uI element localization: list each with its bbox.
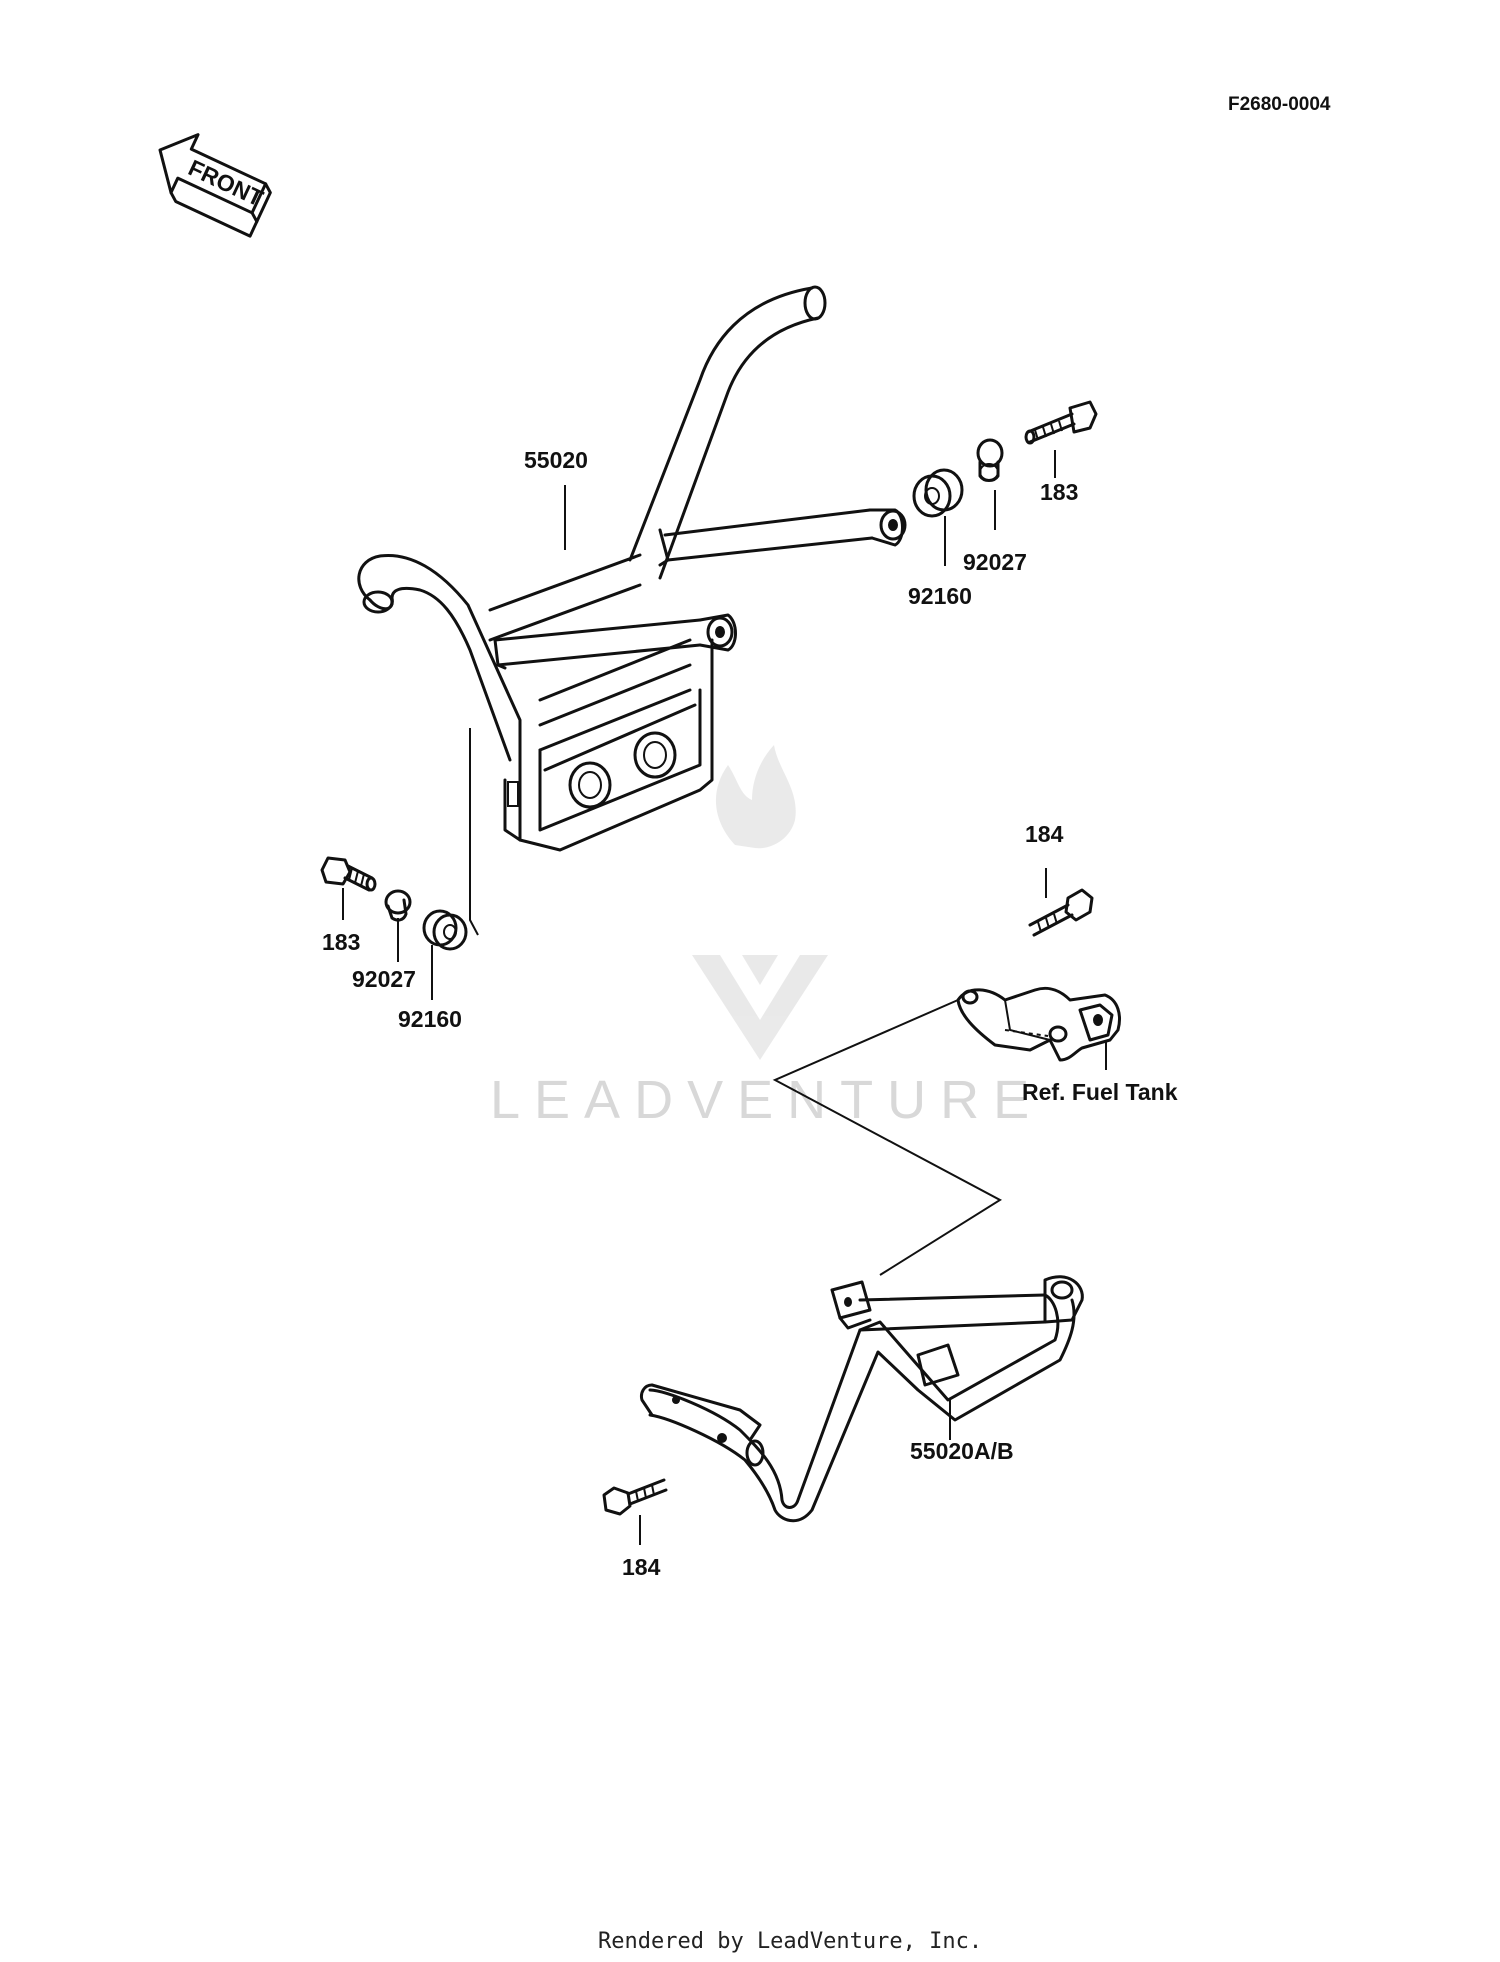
callout-guard-lower: 55020A/B — [910, 1438, 1014, 1464]
callout-grommet-right: 92160 — [908, 583, 972, 609]
front-guard-main — [357, 285, 907, 852]
bolt-lower — [602, 1478, 668, 1516]
front-arrow-icon: FRONT — [158, 133, 272, 238]
bolt-left — [320, 856, 377, 892]
callout-bolt-bracket: 184 — [1025, 821, 1064, 847]
front-guard-lower — [640, 1275, 1084, 1523]
bolt-right — [1024, 400, 1098, 445]
bolt-bracket — [1028, 888, 1094, 937]
callout-collar-right: 92027 — [963, 549, 1027, 575]
footer-credit: Rendered by LeadVenture, Inc. — [598, 1929, 982, 1954]
callout-bolt-left: 183 — [322, 929, 360, 955]
callout-bolt-lower: 184 — [622, 1554, 661, 1580]
callout-fuel-tank-ref: Ref. Fuel Tank — [1022, 1079, 1178, 1105]
diagram-code: F2680-0004 — [1228, 94, 1331, 115]
leader-left-assembly — [469, 728, 479, 936]
callout-bolt-right: 183 — [1040, 479, 1078, 505]
fuel-tank-bracket — [956, 986, 1121, 1062]
collar-right — [976, 438, 1004, 482]
grommet-right — [912, 468, 964, 518]
grommet-left — [422, 909, 468, 951]
callout-collar-left: 92027 — [352, 966, 416, 992]
watermark-text: LEADVENTURE — [490, 1070, 1043, 1130]
front-arrow-label: FRONT — [184, 154, 267, 211]
leadventure-logo-icon — [692, 745, 828, 1060]
callout-grommet-left: 92160 — [398, 1006, 462, 1032]
collar-left — [384, 889, 412, 922]
callout-guard-main: 55020 — [524, 447, 588, 473]
leader-connection — [772, 999, 1002, 1276]
